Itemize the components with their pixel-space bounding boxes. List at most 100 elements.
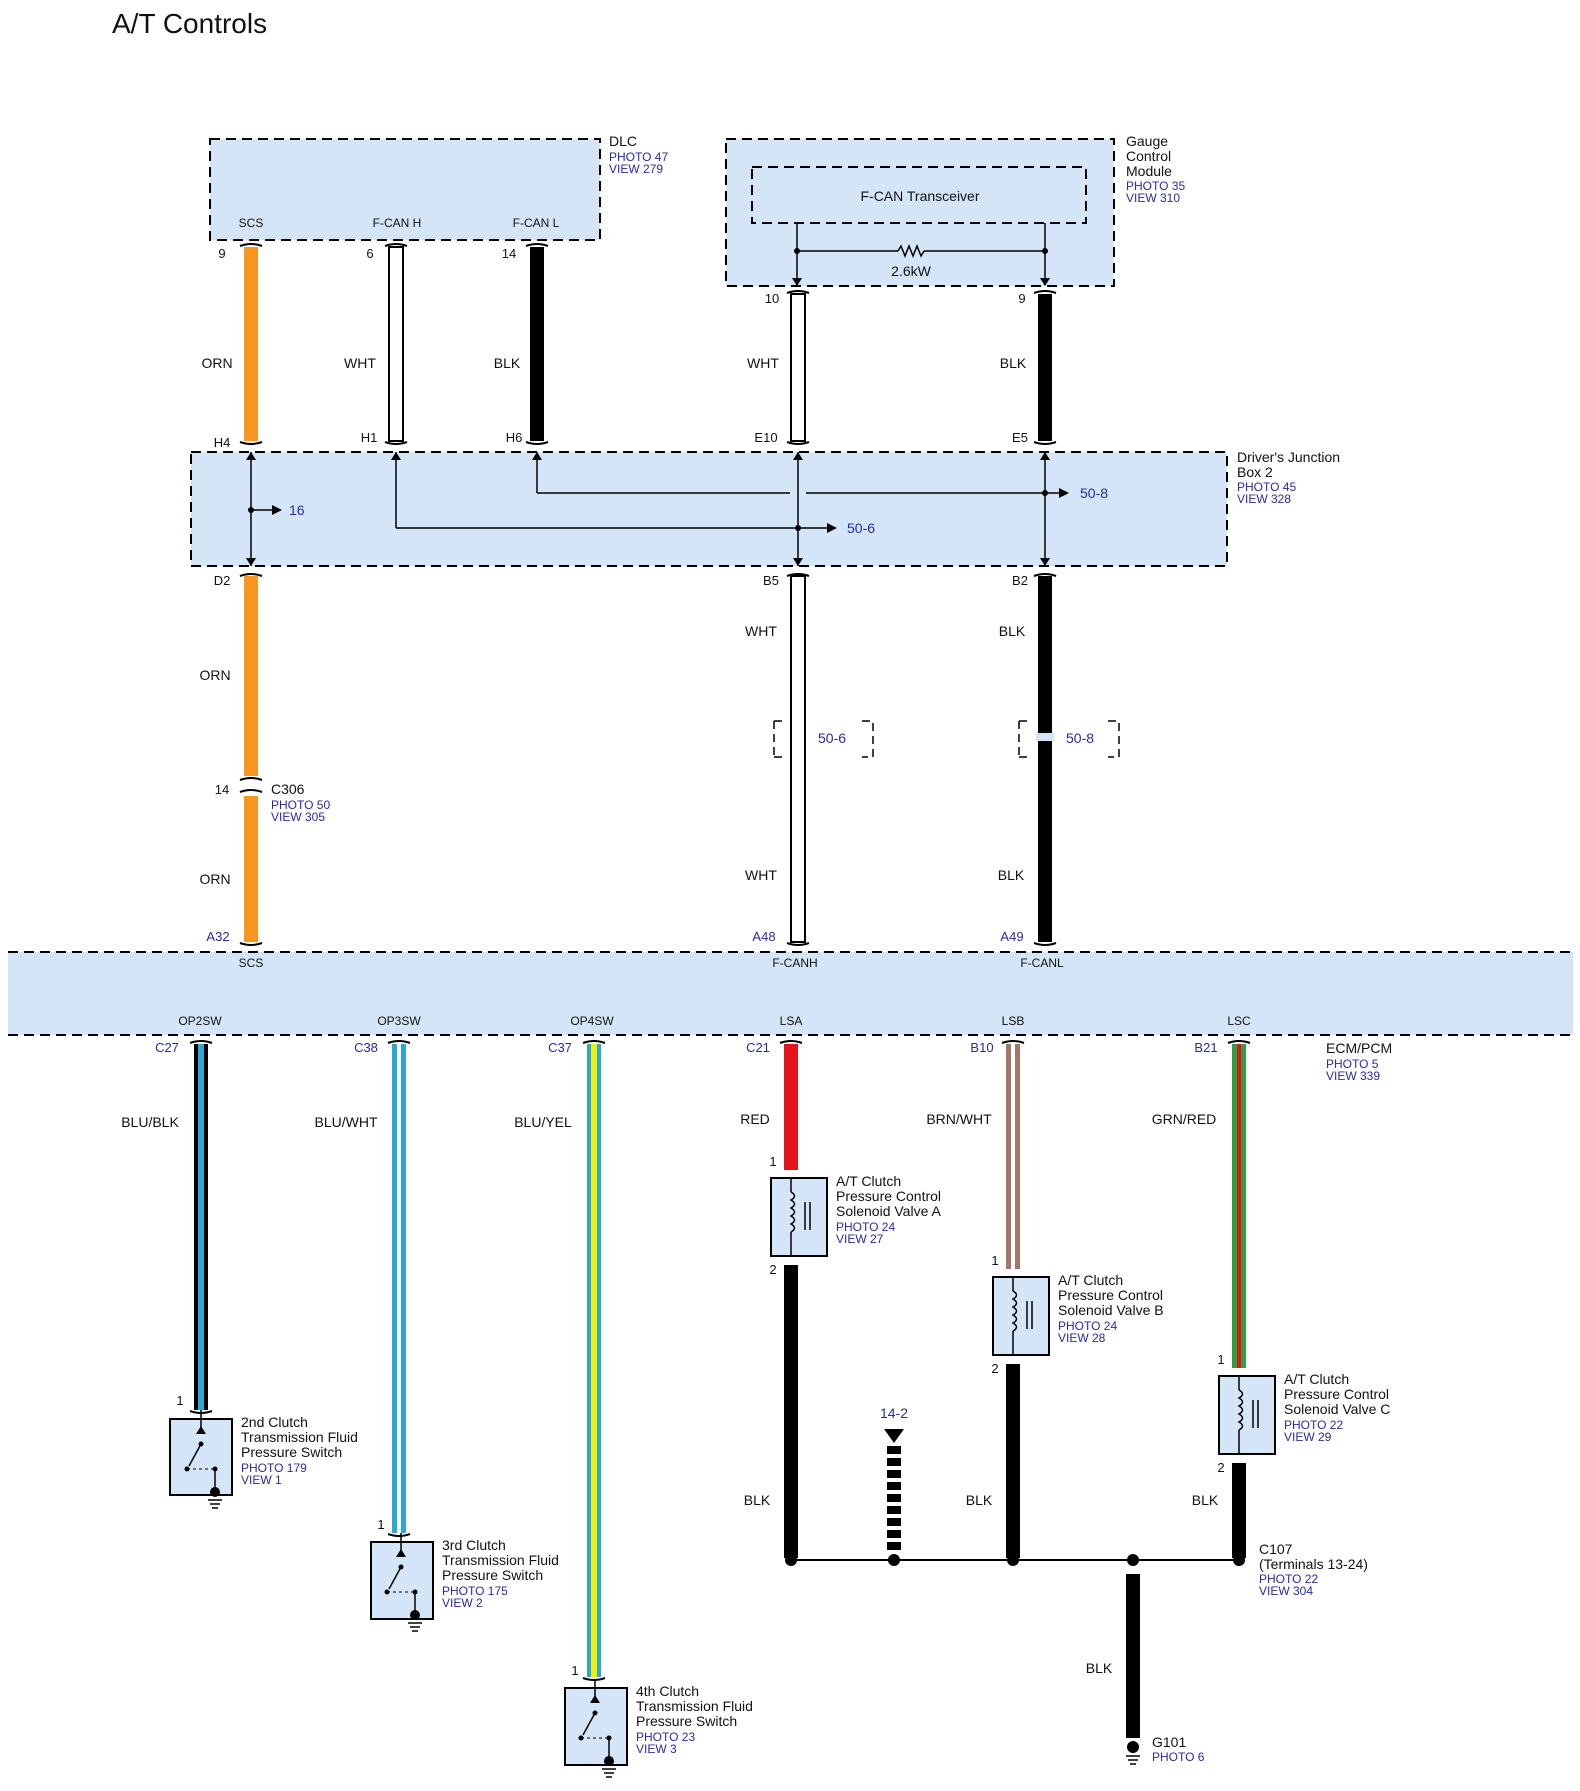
fcan-transceiver-label: F-CAN Transceiver [860,188,979,204]
gcm-name-3: Module [1126,163,1172,179]
pin-label: B5 [763,573,779,588]
g101-name: G101 [1152,1734,1186,1750]
solenoid-photo: PHOTO 24 [836,1220,895,1234]
switch-name-3: Pressure Switch [241,1444,342,1460]
gcm-name-2: Control [1126,148,1171,164]
wire-lsb: B10 BRN/WHT BLK [926,1040,1020,1558]
switch-name-1: 2nd Clutch [241,1414,308,1430]
dlc-view: VIEW 279 [609,162,663,176]
g101-photo: PHOTO 6 [1152,1750,1205,1764]
pin-label: 14 [502,246,516,261]
solenoid-view: VIEW 28 [1058,1331,1106,1345]
upper-wire-scs: 9 ORN H4 [201,246,258,450]
pin-label: 2 [1217,1460,1224,1475]
wire-op2sw: C27 BLU/BLK [121,1040,208,1410]
ecm-signal: LSC [1227,1014,1251,1028]
c306-view: VIEW 305 [271,810,325,824]
wire-color-label: RED [740,1111,770,1127]
pin-label: E10 [754,430,777,445]
wire-color-label: BLK [999,623,1026,639]
ecm-signal: LSB [1002,1014,1025,1028]
upper-wire-fcanh-gcm: 10 WHT E10 [747,291,806,445]
solenoid-name-3: Solenoid Valve C [1284,1401,1390,1417]
ecm-pin: C21 [746,1040,770,1055]
wire-color-label: ORN [199,667,230,683]
ref-50-8: 50-8 [1080,485,1108,501]
ecm-pin: A32 [206,929,229,944]
wire-color-label: BLK [1000,355,1027,371]
djb-photo: PHOTO 45 [1237,480,1296,494]
ecm-pin: C37 [548,1040,572,1055]
terminal-marks [189,243,1251,1681]
c306-pin: 14 [215,782,229,797]
pin-label: H4 [214,435,231,450]
c306-name: C306 [271,781,305,797]
wire-color-label: WHT [344,355,376,371]
ecm-pin: B10 [970,1040,993,1055]
switch-name-1: 4th Clutch [636,1683,699,1699]
wire-color-label: BLK [1086,1660,1113,1676]
wire-fcanl-lower: B2 BLK 50-8 BLK [998,573,1120,942]
solenoid-name-2: Pressure Control [1058,1287,1163,1303]
c107-photo: PHOTO 22 [1259,1572,1318,1586]
c107-view: VIEW 304 [1259,1584,1313,1598]
switch-view: VIEW 3 [636,1742,677,1756]
upper-wire-fcanh-dlc: 6 WHT H1 [344,246,404,445]
ref-14-2: 14-2 [880,1405,908,1421]
drivers-junction-box-2: 16 50-6 50-8 Driver's Junction Box 2 PHO… [190,449,1340,567]
solenoid-valve-b: 1 2 A/T Clutch Pressure Control Solenoid… [991,1253,1163,1376]
pin-label: 1 [769,1154,776,1169]
resistor-value: 2.6kW [891,263,931,279]
wire-op4sw: C37 BLU/YEL [514,1040,601,1677]
wire-color-label: WHT [745,623,777,639]
wire-color-label: BLK [998,867,1025,883]
gcm-photo: PHOTO 35 [1126,179,1185,193]
ecm-pcm: A32 SCS A48 F-CANH A49 F-CANL OP2SW OP3S… [8,929,1573,1083]
solenoid-name-3: Solenoid Valve A [836,1203,941,1219]
djb-name-2: Box 2 [1237,464,1273,480]
switch-view: VIEW 1 [241,1473,282,1487]
ecm-signal: SCS [239,956,264,970]
solenoid-valve-a: 1 2 A/T Clutch Pressure Control Solenoid… [769,1154,941,1277]
wire-scs-lower: D2 ORN 14 C306 PHOTO 50 VIEW 305 ORN [199,573,330,942]
wire-color-label: BRN/WHT [926,1111,992,1127]
switch-photo: PHOTO 23 [636,1730,695,1744]
pin-label: 9 [1018,291,1025,306]
pin-label: H1 [361,430,378,445]
switch-3rd-clutch: 1 3rd Clutch Transmission Fluid Pressure… [370,1517,559,1632]
wire-color-label: BLK [744,1492,771,1508]
switch-name-2: Transmission Fluid [241,1429,358,1445]
upper-wire-fcanl-dlc: 14 BLK H6 [494,246,544,445]
gcm-name-1: Gauge [1126,133,1168,149]
switch-name-2: Transmission Fluid [636,1698,753,1714]
pin-label: 2 [991,1361,998,1376]
pin-label: 10 [765,291,779,306]
wire-color-label: BLK [494,355,521,371]
solenoid-name-1: A/T Clutch [1284,1371,1349,1387]
ecm-view: VIEW 339 [1326,1069,1380,1083]
switch-name-2: Transmission Fluid [442,1552,559,1568]
wire-color-label: GRN/RED [1152,1111,1217,1127]
switch-name-3: Pressure Switch [636,1713,737,1729]
switch-view: VIEW 2 [442,1596,483,1610]
wire-color-label: BLU/YEL [514,1114,572,1130]
djb-name-1: Driver's Junction [1237,449,1340,465]
solenoid-photo: PHOTO 24 [1058,1319,1117,1333]
solenoid-name-3: Solenoid Valve B [1058,1302,1164,1318]
ecm-signal: OP3SW [377,1014,421,1028]
ecm-pin: A48 [752,929,775,944]
solenoid-view: VIEW 27 [836,1232,884,1246]
pin-label: H6 [506,430,523,445]
wire-color-label: BLU/WHT [315,1114,378,1130]
dlc-term-scs: SCS [239,216,264,230]
c107-terms: (Terminals 13-24) [1259,1556,1368,1572]
wire-lsa: C21 RED BLK [740,1040,798,1558]
ecm-pin: C27 [155,1040,179,1055]
page-title: A/T Controls [112,8,267,39]
switch-2nd-clutch: 1 2nd Clutch Transmission Fluid Pressure… [169,1393,358,1509]
splice-ref-50-8: 50-8 [1066,730,1094,746]
pin-label: 1 [377,1517,384,1532]
pin-label: E5 [1012,430,1028,445]
ground-bus: 14-2 C107 (Terminals 13-24) PHOTO 22 VIE… [785,1405,1368,1765]
djb-view: VIEW 328 [1237,492,1291,506]
